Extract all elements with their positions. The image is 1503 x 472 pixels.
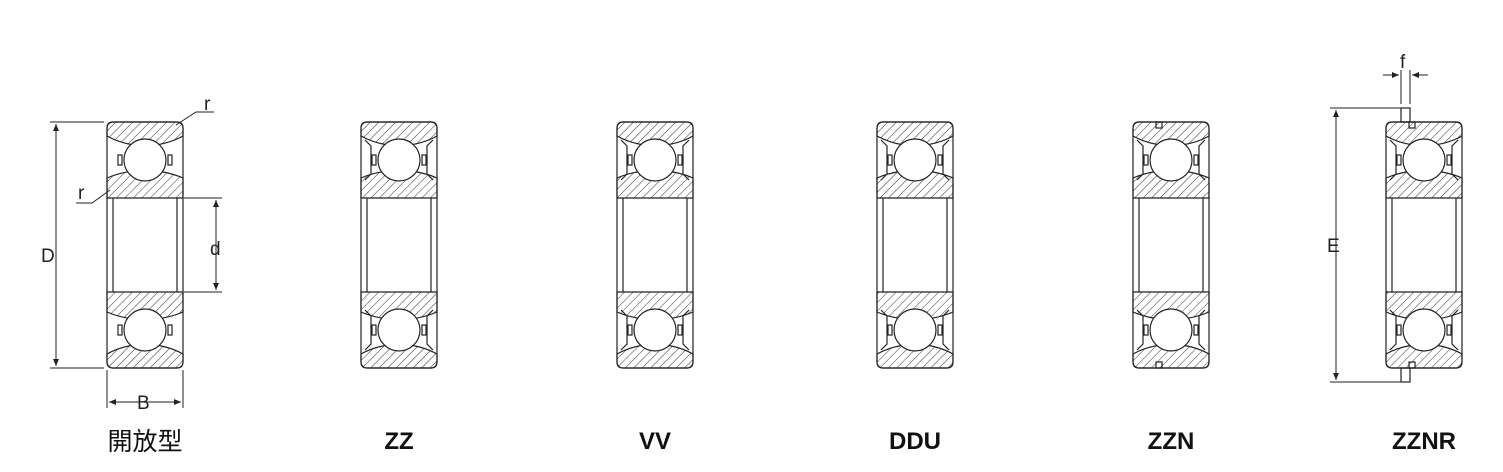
r-inner-leader [76, 189, 111, 204]
caption-vv: VV [638, 428, 671, 455]
label-d-outer: D [41, 246, 55, 267]
label-d-inner: d [210, 239, 221, 260]
bearing-seal-contact [876, 121, 954, 369]
label-b: B [137, 393, 150, 414]
label-e: E [1327, 236, 1340, 257]
bearing-shield-groove [1132, 121, 1210, 369]
label-f: f [1400, 52, 1406, 73]
bearing-open [106, 121, 184, 369]
caption-ddu: DDU [889, 428, 941, 455]
bearing-seal [616, 121, 694, 369]
bearing-shield [360, 121, 438, 369]
label-r-inner: r [78, 183, 85, 204]
caption-zzn: ZZN [1147, 428, 1195, 455]
r-outer-leader [175, 111, 214, 126]
caption-open: 開放型 [107, 427, 183, 456]
label-r-outer: r [204, 94, 211, 115]
caption-zz: ZZ [384, 428, 414, 455]
caption-zznr: ZZNR [1392, 428, 1456, 455]
bearing-shield-ring [1385, 107, 1463, 383]
